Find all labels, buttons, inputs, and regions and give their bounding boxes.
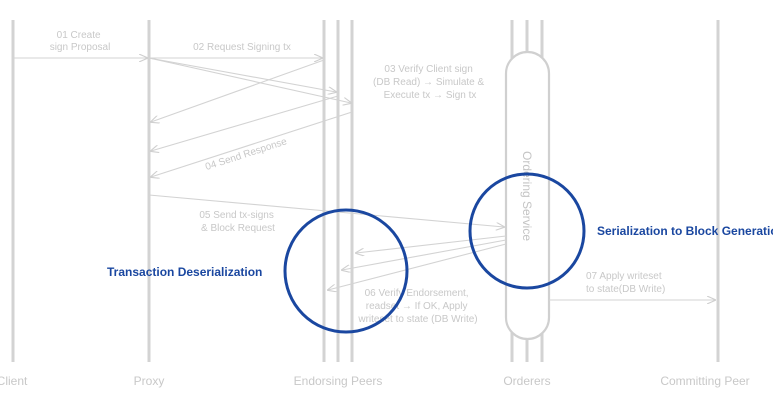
actor-orderers: Orderers <box>503 374 550 388</box>
actor-endorsing-peers: Endorsing Peers <box>294 374 383 388</box>
arrow-06-a <box>356 235 507 253</box>
step-02-label: 02 Request Signing tx <box>193 42 291 53</box>
arrow-02-b <box>148 57 336 92</box>
ordering-service-label: Ordering Service <box>520 151 534 241</box>
arrow-05 <box>148 194 504 227</box>
arrow-02-c <box>148 57 351 103</box>
step-03-label: 03 Verify Client sign (DB Read) → Simula… <box>373 64 487 101</box>
actor-client: Client <box>0 374 28 388</box>
step-01-label: 01 Create sign Proposal <box>50 30 111 53</box>
arrow-06-c <box>328 243 507 290</box>
actor-committing-peer: Committing Peer <box>660 374 749 388</box>
step-05-label: 05 Send tx-signs & Block Request <box>199 210 276 234</box>
step-04-label: 04 Send Response <box>204 136 289 173</box>
arrow-04-b <box>151 95 339 151</box>
actor-proxy: Proxy <box>134 374 165 388</box>
deserialization-highlight-circle <box>283 208 409 334</box>
step-07-label: 07 Apply writeset to state(DB Write) <box>586 271 665 295</box>
serialization-label: Serialization to Block Generation <box>597 224 773 238</box>
arrow-04-a <box>151 59 325 122</box>
ordering-service-box <box>504 50 551 341</box>
arrow-06-b <box>342 239 507 270</box>
deserialization-label: Transaction Deserialization <box>107 265 262 279</box>
serialization-highlight-circle <box>468 172 586 290</box>
step-06-label: 06 Verify Endorsement, readset → If OK, … <box>357 288 477 325</box>
arrow-04-c <box>151 111 353 177</box>
